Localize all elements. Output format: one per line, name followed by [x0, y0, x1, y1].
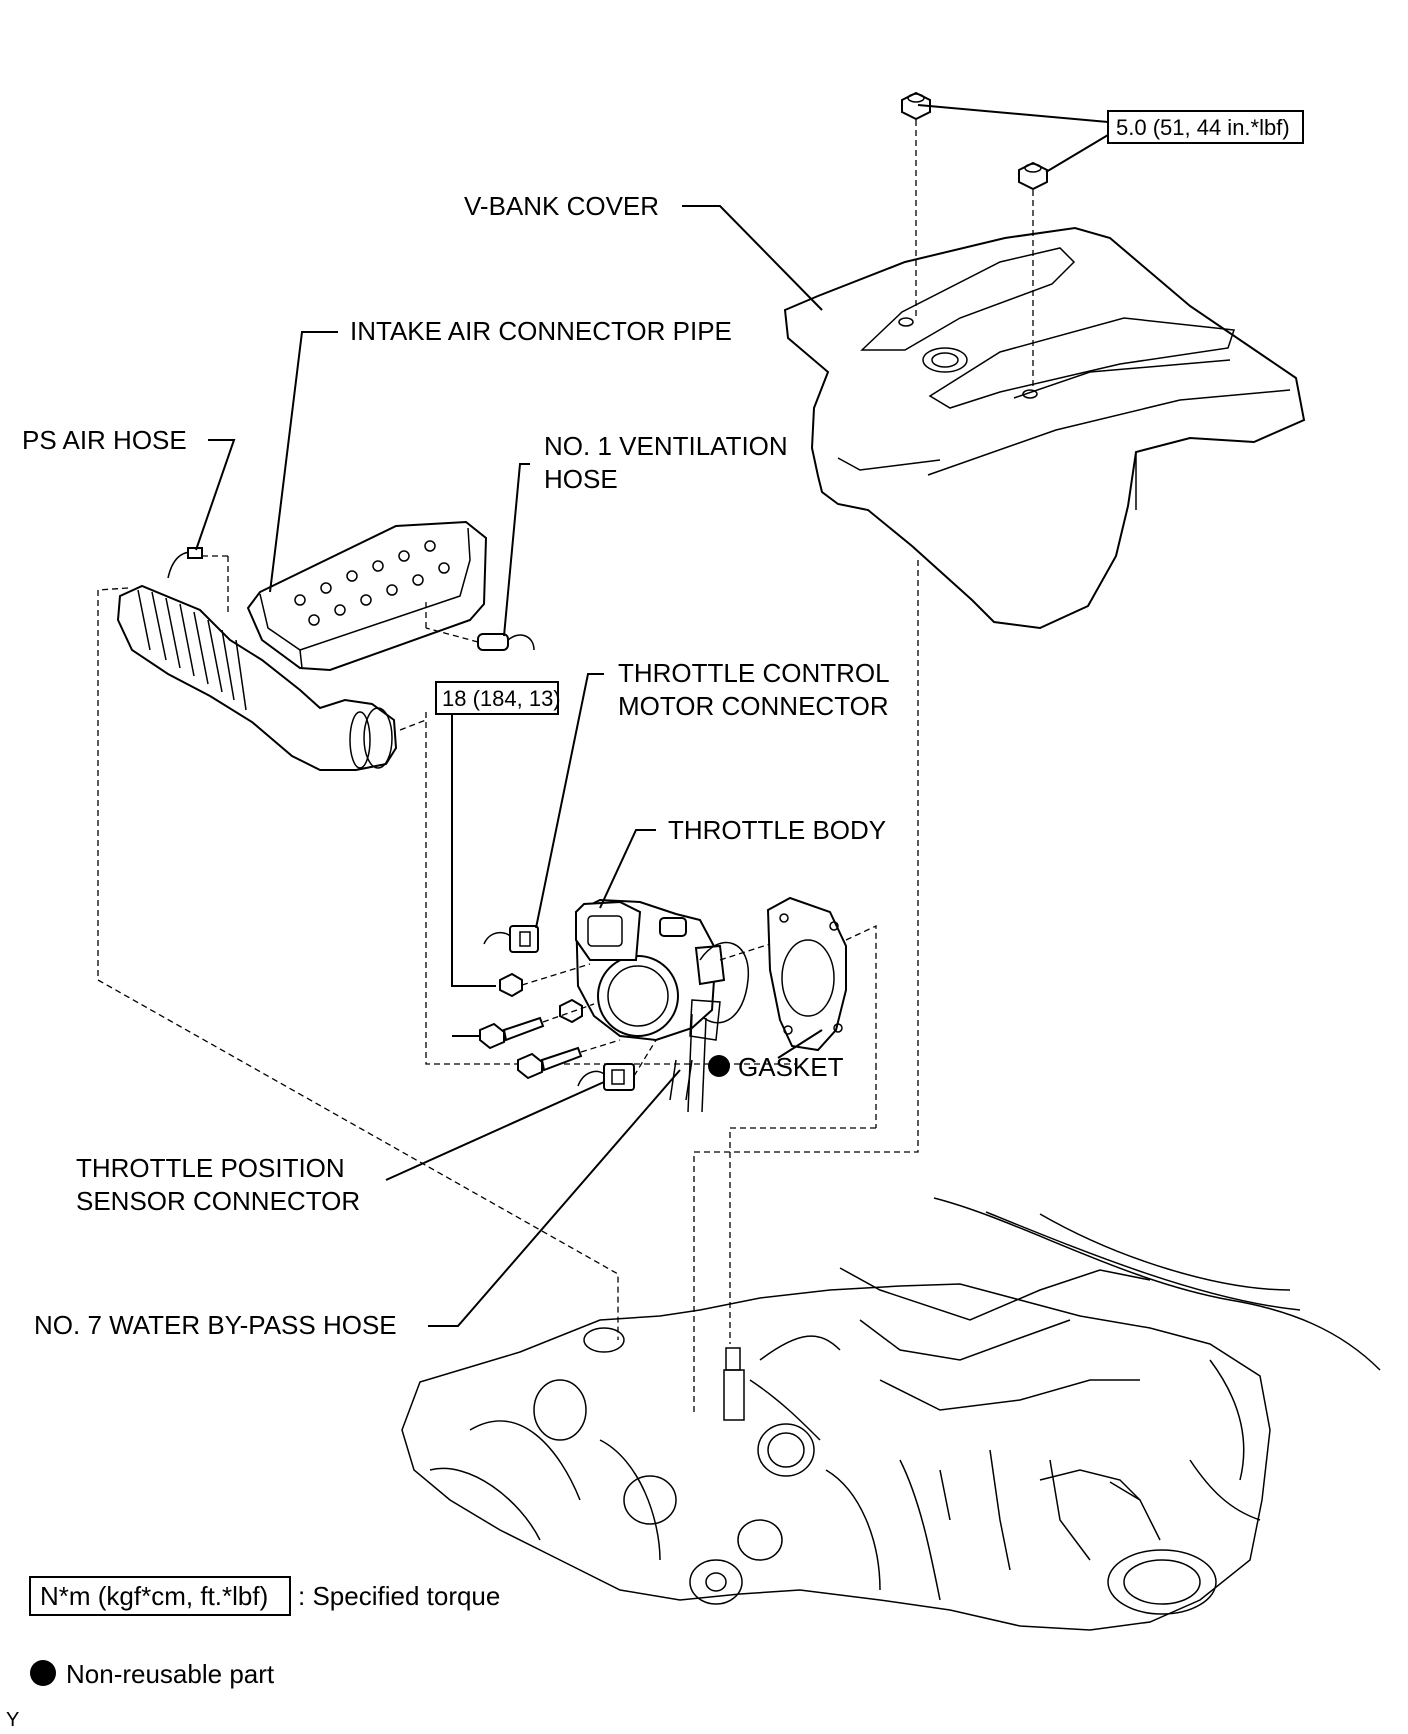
label-ps-air-hose: PS AIR HOSE	[22, 425, 187, 455]
torque-value-throttle-body: 18 (184, 13)	[442, 686, 561, 711]
v-bank-cover-drawing	[783, 226, 1306, 630]
label-throttle-body: THROTTLE BODY	[668, 815, 886, 845]
engine-drawing	[401, 1197, 1381, 1631]
non-reusable-part-icon	[30, 1660, 56, 1686]
label-throttle-position-sensor-connector-line1: THROTTLE POSITION	[76, 1153, 345, 1183]
throttle-control-motor-connector-drawing	[483, 925, 539, 953]
throttle-position-sensor-connector-drawing	[577, 1063, 635, 1091]
intake-air-connector-pipe-drawing	[116, 520, 488, 771]
ps-air-hose-drawing	[167, 547, 203, 579]
label-throttle-position-sensor-connector-line2: SENSOR CONNECTOR	[76, 1186, 360, 1216]
label-intake-air-connector-pipe: INTAKE AIR CONNECTOR PIPE	[350, 316, 732, 346]
label-no7-water-bypass-hose: NO. 7 WATER BY-PASS HOSE	[34, 1310, 397, 1340]
throttle-body-bolt-upper	[479, 1016, 545, 1050]
v-bank-cover-nut-left	[901, 91, 931, 121]
no1-ventilation-hose-drawing	[477, 633, 535, 651]
corner-mark: Y	[6, 1709, 19, 1731]
label-no1-ventilation-hose-line2: HOSE	[544, 464, 618, 494]
throttle-body-nut-middle	[559, 998, 583, 1024]
legend-torque: N*m (kgf*cm, ft.*lbf) : Specified torque	[29, 1576, 500, 1616]
throttle-body-bolt-lower	[517, 1046, 583, 1080]
label-v-bank-cover: V-BANK COVER	[464, 191, 659, 221]
non-reusable-mark-gasket	[708, 1055, 730, 1077]
label-throttle-control-motor-connector-line2: MOTOR CONNECTOR	[618, 691, 889, 721]
torque-box-v-bank-cover: 5.0 (51, 44 in.*lbf)	[1107, 110, 1304, 144]
legend-non-reusable-description: Non-reusable part	[66, 1659, 275, 1689]
gasket-drawing	[766, 896, 847, 1052]
no7-water-bypass-hose-drawing	[669, 941, 749, 1113]
torque-box-throttle-body: 18 (184, 13)	[435, 681, 561, 715]
legend-torque-box-text: N*m (kgf*cm, ft.*lbf)	[40, 1581, 268, 1611]
label-no1-ventilation-hose-line1: NO. 1 VENTILATION	[544, 431, 788, 461]
label-gasket: GASKET	[738, 1052, 844, 1082]
throttle-body-nut-upper	[499, 972, 523, 998]
torque-value-v-bank-cover: 5.0 (51, 44 in.*lbf)	[1116, 115, 1290, 140]
throttle-body-drawing	[574, 898, 726, 1042]
label-throttle-control-motor-connector-line1: THROTTLE CONTROL	[618, 658, 890, 688]
v-bank-cover-nut-right	[1018, 161, 1048, 191]
legend-torque-description: : Specified torque	[298, 1581, 500, 1611]
legend-non-reusable: Non-reusable part	[30, 1659, 275, 1689]
